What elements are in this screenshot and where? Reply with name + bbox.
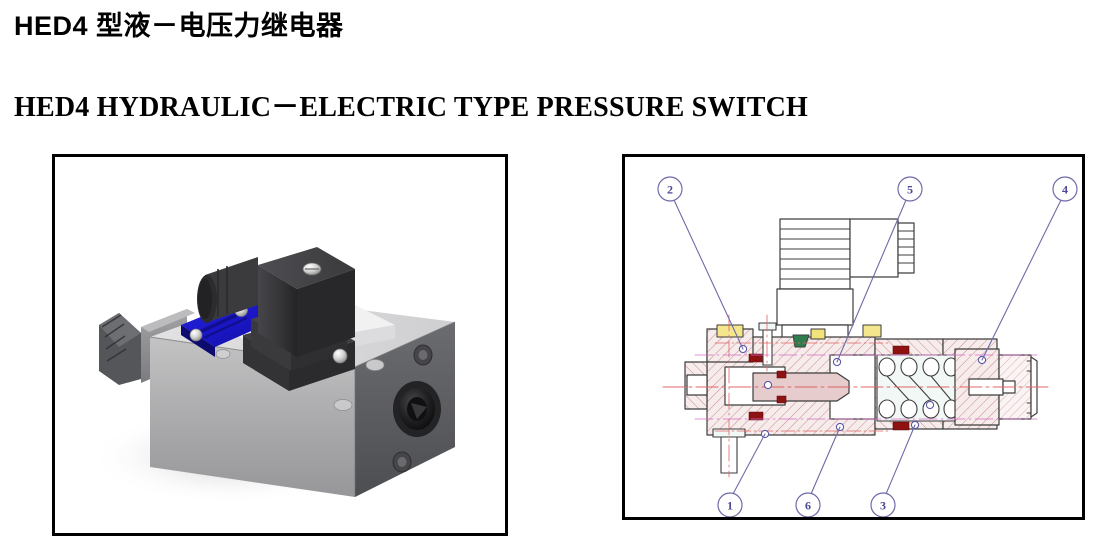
electrical-connector (197, 247, 355, 391)
technical-drawing-panel: 2 5 4 1 6 (622, 154, 1085, 520)
product-photo-panel (52, 154, 508, 536)
callout-6[interactable]: 6 (795, 492, 821, 517)
callout-2-label: 2 (667, 183, 673, 197)
callout-4[interactable]: 4 (1052, 176, 1078, 202)
spring-assembly (876, 354, 959, 422)
outlet-port-face (392, 344, 441, 473)
page-title-chinese: HED4 型液－电压力继电器 (14, 11, 344, 41)
leader-4 (981, 199, 1062, 361)
callout-4-label: 4 (1062, 183, 1068, 197)
centerlines (662, 314, 1050, 478)
cable-gland (197, 257, 258, 323)
callout-5-label: 5 (907, 183, 913, 197)
cross-section-drawing: 2 5 4 1 6 (625, 157, 1082, 517)
page-title-english: HED4 HYDRAULIC－ELECTRIC TYPE PRESSURE SW… (14, 92, 808, 123)
callout-1-label: 1 (727, 499, 733, 513)
callout-5[interactable]: 5 (897, 176, 923, 202)
seals (748, 345, 910, 431)
leader-1 (732, 433, 766, 495)
callout-3[interactable]: 3 (870, 492, 896, 517)
callout-6-label: 6 (805, 499, 811, 513)
callout-2[interactable]: 2 (657, 176, 683, 202)
blue-label-plate (181, 299, 283, 357)
leader-5 (836, 199, 907, 363)
callout-bubbles: 2 5 4 1 6 (657, 176, 1078, 517)
leader-2 (673, 199, 744, 350)
leader-3 (885, 424, 916, 495)
body-mounting-screws (215, 348, 385, 411)
product-photo-image (55, 157, 505, 533)
callout-3-label: 3 (880, 499, 886, 513)
top-fittings (716, 324, 882, 348)
label-screw-bottom (189, 328, 203, 342)
callout-1[interactable]: 1 (717, 492, 743, 517)
leader-6 (810, 426, 841, 495)
connector-outline (776, 218, 915, 342)
callout-leaders (673, 199, 1062, 495)
upper-pin (758, 322, 777, 366)
